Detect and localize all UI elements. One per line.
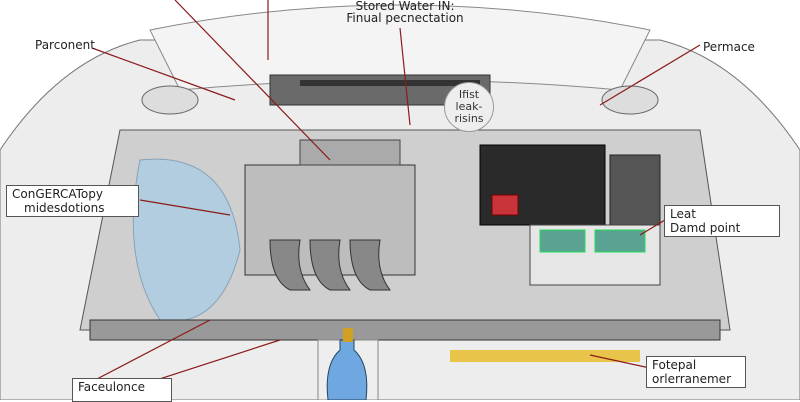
callout-line-2: leak-	[455, 100, 483, 113]
permace-label: Permace	[703, 40, 755, 54]
left-box-line-1: ConGERCATopy	[12, 187, 103, 201]
title-line-1: Stored Water IN:	[355, 0, 455, 13]
left-callout-box: ConGERCATopy midesdotions	[6, 185, 139, 217]
bottom-left-callout-box: Faceulonce	[72, 378, 172, 402]
title-label: Stored Water IN: Finual pecnectation	[340, 0, 470, 24]
right-callout-box: Leat Damd point	[664, 205, 780, 237]
parconent-label: Parconent	[35, 38, 95, 52]
callout-line-3: risins	[454, 112, 484, 125]
bottom-right-line-1: Fotepal	[652, 358, 697, 372]
callout-line-1: Ifist	[458, 88, 480, 101]
right-box-line-2: Damd point	[670, 221, 741, 235]
bottom-right-callout-box: Fotepal orlerranemer	[646, 356, 746, 388]
left-box-line-2: midesdotions	[24, 201, 105, 215]
right-box-line-1: Leat	[670, 207, 696, 221]
bottom-right-line-2: orlerranemer	[652, 372, 731, 386]
leak-risk-callout: Ifist leak- risins	[444, 82, 494, 132]
title-line-2: Finual pecnectation	[346, 11, 464, 25]
